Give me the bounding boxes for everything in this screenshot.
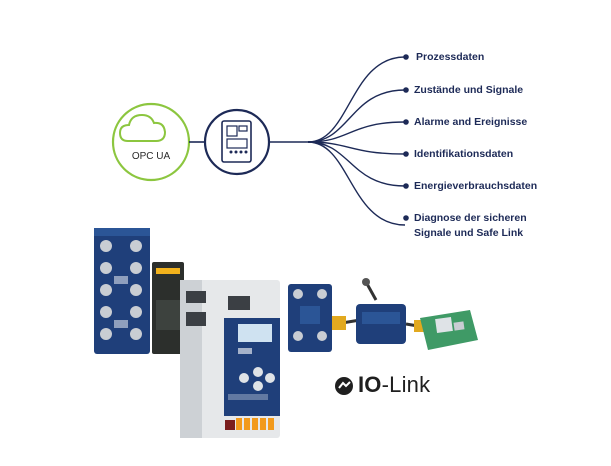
opc-ua-label: OPC UA: [131, 151, 171, 162]
io-module-tall: [94, 228, 150, 354]
gateway-device: [180, 280, 280, 438]
iolink-rest: -Link: [381, 372, 431, 397]
circuit-board: [420, 310, 478, 350]
iolink-strong: IO: [358, 372, 382, 397]
fan-out-branches: [307, 56, 406, 226]
label-identifikationsdaten: Identifikationsdaten: [414, 148, 514, 160]
label-alarme-ereignisse: Alarme and Ereignisse: [414, 116, 528, 128]
safe-link-device: [332, 278, 424, 344]
iolink-logo-mark: [335, 377, 353, 395]
gateway-icon: [203, 108, 271, 176]
iolink-wordmark: IO-Link: [358, 372, 430, 398]
branch-dots: [403, 54, 409, 221]
io-module-small: [288, 284, 332, 352]
label-prozessdaten: Prozessdaten: [416, 51, 485, 63]
iolink-text: IO-Link: [358, 372, 430, 398]
io-module-dark: [152, 262, 184, 354]
opc-ua-cloud-circle: [111, 102, 191, 182]
label-zustaende-signale: Zustände und Signale: [414, 84, 524, 96]
cloud-icon: [118, 113, 167, 142]
label-energieverbrauchsdaten: Energieverbrauchsdaten: [414, 180, 538, 192]
label-diagnose-line1: Diagnose der sicheren: [414, 212, 527, 224]
label-diagnose-line2: Signale und Safe Link: [414, 227, 524, 239]
